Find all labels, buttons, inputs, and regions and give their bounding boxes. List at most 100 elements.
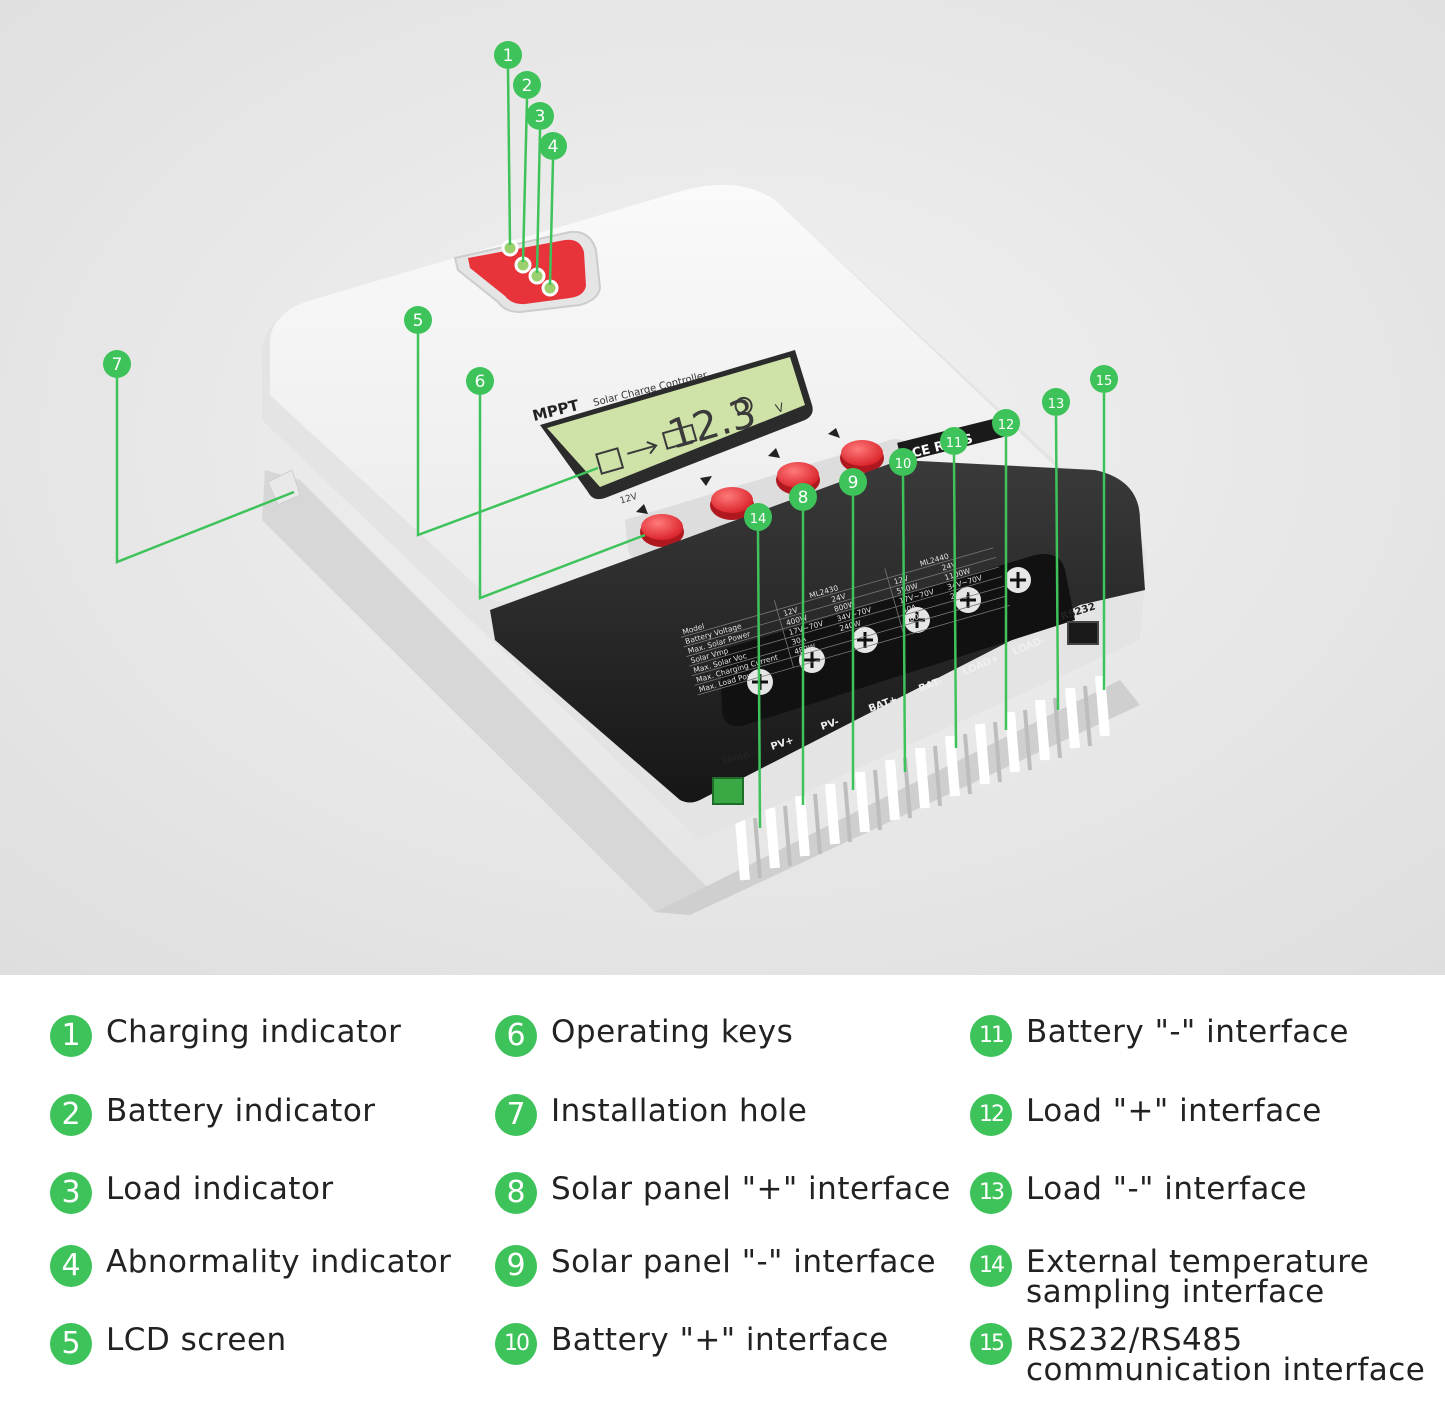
legend-item: 9 Solar panel "-" interface (495, 1244, 937, 1287)
key-1-button[interactable] (641, 514, 683, 540)
legend-item: 14 External temperature sampling interfac… (970, 1244, 1370, 1310)
legend-number-badge: 6 (495, 1015, 537, 1057)
callout-line (115, 378, 295, 564)
solar-panel-icon (595, 447, 625, 475)
legend-number-badge: 5 (50, 1323, 92, 1365)
callout-marker (744, 503, 772, 531)
legend-item: 12 Load "+" interface (970, 1093, 1322, 1136)
legend-label: Solar panel "+" interface (551, 1171, 951, 1207)
legend-number-badge: 4 (50, 1245, 92, 1287)
legend-item: 3 Load indicator (50, 1171, 334, 1214)
key-2-button[interactable] (711, 487, 753, 513)
legend-number-badge: 3 (50, 1172, 92, 1214)
legend-item: 11 Battery "-" interface (970, 1014, 1349, 1057)
callout-number: 2 (522, 76, 533, 96)
callout-marker (1090, 365, 1118, 393)
callout-number: 14 (750, 512, 767, 527)
callout-number: 5 (413, 311, 424, 331)
legend-label: Load indicator (106, 1171, 334, 1207)
installation-hole-tab (267, 469, 301, 506)
callout-marker (404, 306, 432, 334)
legend-label: Charging indicator (106, 1014, 402, 1050)
callout-number: 1 (503, 46, 514, 66)
callout-number: 13 (1048, 397, 1065, 412)
callout-line (952, 454, 958, 749)
callout-marker (539, 132, 567, 160)
legend-label: Solar panel "-" interface (551, 1244, 937, 1280)
legend-label: Battery "-" interface (1026, 1014, 1349, 1050)
legend-number-badge: 11 (970, 1015, 1012, 1057)
callout-marker (513, 71, 541, 99)
battery-icon (661, 423, 698, 450)
callout-line (416, 334, 599, 537)
indicator-panel (453, 230, 602, 314)
legend-number-badge: 12 (970, 1094, 1012, 1136)
callout-line (548, 159, 555, 286)
legend-item: 4 Abnormality indicator (50, 1244, 452, 1287)
legend-label: Operating keys (551, 1014, 794, 1050)
callout-number: 9 (848, 473, 859, 493)
callout-line (901, 475, 907, 773)
callout-line (506, 68, 512, 246)
callout-line (521, 98, 529, 263)
legend-item: 7 Installation hole (495, 1093, 808, 1136)
rs232-port[interactable] (1067, 621, 1099, 645)
callout-marker (839, 468, 867, 496)
legend-item: 5 LCD screen (50, 1322, 287, 1365)
legend-number-badge: 14 (970, 1245, 1012, 1287)
legend-label: Installation hole (551, 1093, 808, 1129)
legend-number-badge: 7 (495, 1094, 537, 1136)
legend-label: Load "+" interface (1026, 1093, 1322, 1129)
legend-label: LCD screen (106, 1322, 287, 1358)
callout-line (535, 129, 542, 274)
legend-label: Abnormality indicator (106, 1244, 452, 1280)
terminal-label: PV- (820, 717, 841, 733)
key-3-button[interactable] (777, 462, 819, 488)
legend-number-badge: 2 (50, 1094, 92, 1136)
callout-number: 11 (946, 436, 963, 451)
legend-label: Load "-" interface (1026, 1171, 1308, 1207)
callout-number: 15 (1096, 374, 1113, 389)
legend-number-badge: 15 (970, 1323, 1012, 1365)
legend-label: RS232/RS485 communication interface (1026, 1322, 1426, 1388)
heatsink (262, 470, 1140, 915)
callout-line (1054, 415, 1060, 711)
callout-line (756, 530, 762, 829)
legend-label: Battery "+" interface (551, 1322, 889, 1358)
callout-marker (889, 448, 917, 476)
callout-number: 4 (548, 137, 559, 157)
callout-marker (103, 350, 131, 378)
legend-number-badge: 13 (970, 1172, 1012, 1214)
callout-marker (1042, 388, 1070, 416)
key-4-button[interactable] (841, 440, 883, 466)
legend-label: External temperature sampling interface (1026, 1244, 1370, 1310)
callout-marker (494, 41, 522, 69)
legend-number-badge: 9 (495, 1245, 537, 1287)
callout-number: 8 (798, 488, 809, 508)
legend-number-badge: 8 (495, 1172, 537, 1214)
legend-number-badge: 1 (50, 1015, 92, 1057)
callout-number: 3 (535, 107, 546, 127)
temp-connector[interactable] (712, 777, 744, 805)
legend-item: 1 Charging indicator (50, 1014, 402, 1057)
product-illustration: MPPT Solar Charge Controller 12.3 V 12V (0, 0, 1445, 975)
callout-marker (789, 483, 817, 511)
legend-item: 10 Battery "+" interface (495, 1322, 889, 1365)
callout-line (478, 395, 646, 600)
legend-number-badge: 10 (495, 1323, 537, 1365)
callout-number: 10 (895, 457, 912, 472)
legend-item: 15 RS232/RS485 communication interface (970, 1322, 1426, 1388)
callout-number: 12 (998, 418, 1015, 433)
legend-item: 13 Load "-" interface (970, 1171, 1308, 1214)
keypad (625, 428, 915, 562)
legend-item: 8 Solar panel "+" interface (495, 1171, 951, 1214)
callout-marker (992, 409, 1020, 437)
callout-number: 7 (112, 355, 123, 375)
arrow-right-icon (627, 441, 658, 455)
callout-marker (466, 367, 494, 395)
callout-marker (526, 102, 554, 130)
callout-number: 6 (475, 372, 486, 392)
legend-item: 6 Operating keys (495, 1014, 794, 1057)
